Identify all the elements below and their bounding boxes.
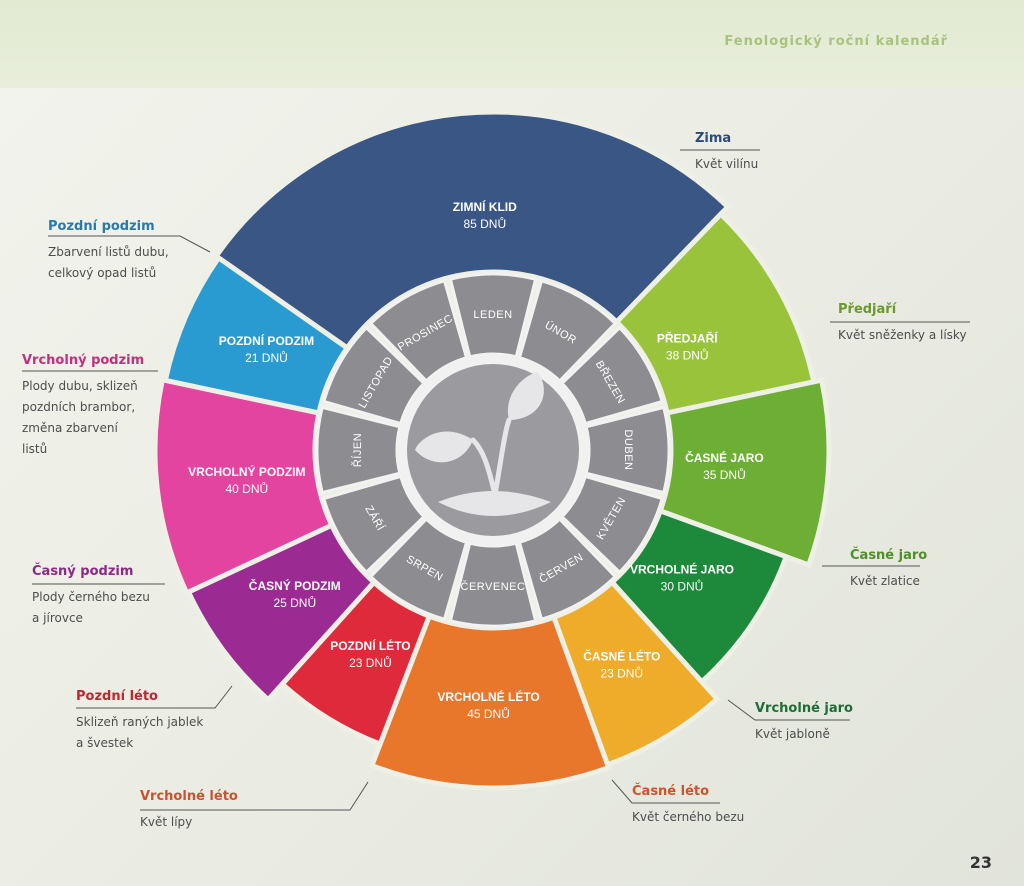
- month-cell: [559, 474, 665, 575]
- segment-name: POZDNÍ LÉTO: [330, 638, 410, 653]
- leader-line: [611, 779, 720, 804]
- month-cell: [559, 325, 665, 426]
- label-description: Květ zlatice: [850, 574, 920, 588]
- page-header-title: Fenologický roční kalendář: [724, 34, 948, 49]
- label-title: Vrcholné léto: [140, 789, 238, 804]
- segment-name: ČASNÉ LÉTO: [583, 648, 660, 663]
- label-title: Zima: [695, 131, 731, 146]
- label-description: listů: [22, 442, 47, 456]
- label-description: Květ jabloně: [755, 727, 830, 741]
- segment-name: VRCHOLNÝ PODZIM: [188, 464, 305, 479]
- label-description: Plody dubu, sklizeň: [22, 379, 138, 393]
- segment-days: 45 DNŮ: [467, 706, 510, 721]
- label-title: Vrcholný podzim: [22, 353, 144, 368]
- month-label: LEDEN: [473, 309, 512, 321]
- center-disc: [399, 356, 587, 544]
- label-title: Pozdní podzim: [48, 219, 155, 234]
- month-cell: [517, 278, 618, 384]
- segment-days: 23 DNŮ: [349, 655, 392, 670]
- month-label: ČERVENEC: [461, 580, 526, 593]
- label-description: a švestek: [76, 736, 133, 750]
- label-description: Květ sněženky a lísky: [838, 328, 967, 342]
- segment-days: 85 DNŮ: [463, 216, 506, 231]
- label-title: Pozdní léto: [76, 689, 158, 704]
- month-cell: [321, 474, 427, 575]
- label-description: Květ vilínu: [695, 157, 758, 171]
- label-description: Zbarvení listů dubu,: [48, 245, 169, 259]
- label-description: a jírovce: [32, 611, 83, 625]
- leader-line: [48, 235, 211, 253]
- label-description: Květ lípy: [140, 815, 192, 829]
- month-cell: [584, 405, 671, 495]
- seedling-icon: [415, 372, 551, 516]
- label-title: Časné léto: [632, 783, 709, 799]
- segment-name: ČASNÉ JARO: [685, 450, 764, 465]
- month-cell: [321, 325, 427, 426]
- leader-line: [140, 781, 369, 811]
- header-band: [0, 0, 1024, 92]
- label-description: Květ černého bezu: [632, 810, 744, 824]
- month-cell: [315, 405, 402, 495]
- segment-days: 30 DNŮ: [661, 578, 704, 593]
- month-cell: [368, 278, 469, 384]
- label-title: Předjaří: [838, 302, 898, 317]
- label-description: pozdních brambor,: [22, 400, 135, 414]
- segment-name: ZIMNÍ KLID: [453, 199, 517, 214]
- page-number: 23: [969, 853, 992, 872]
- leader-line: [727, 699, 850, 721]
- month-cell: [448, 272, 538, 359]
- segment-name: ČASNÝ PODZIM: [249, 578, 341, 593]
- segment-days: 40 DNŮ: [226, 481, 269, 496]
- month-cell: [448, 541, 538, 628]
- segment-name: PŘEDJAŘÍ: [657, 331, 718, 346]
- label-title: Časný podzim: [32, 563, 133, 579]
- label-description: celkový opad listů: [48, 266, 156, 280]
- month-cell: [368, 516, 469, 622]
- label-title: Časné jaro: [850, 547, 927, 563]
- month-label: ŘÍJEN: [351, 433, 364, 467]
- segment-days: 25 DNŮ: [273, 595, 316, 610]
- label-description: změna zbarvení: [22, 421, 118, 435]
- leader-line: [76, 685, 233, 709]
- segment-days: 21 DNŮ: [245, 350, 288, 365]
- segment-name: VRCHOLNÉ LÉTO: [437, 689, 539, 704]
- segment-name: VRCHOLNÉ JARO: [630, 561, 734, 576]
- segment-days: 23 DNŮ: [600, 665, 643, 680]
- season-segments: ZIMNÍ KLID 85 DNŮ PŘEDJAŘÍ 38 DNŮ ČASNÉ JARO…: [152, 109, 832, 791]
- segment-days: 38 DNŮ: [666, 348, 709, 363]
- month-label: DUBEN: [622, 429, 634, 470]
- label-title: Vrcholné jaro: [755, 701, 853, 716]
- segment-name: POZDNÍ PODZIM: [219, 333, 314, 348]
- month-cell: [517, 516, 618, 622]
- label-description: Plody černého bezu: [32, 590, 150, 604]
- label-description: Sklizeň raných jablek: [76, 715, 203, 729]
- segment-days: 35 DNŮ: [703, 467, 746, 482]
